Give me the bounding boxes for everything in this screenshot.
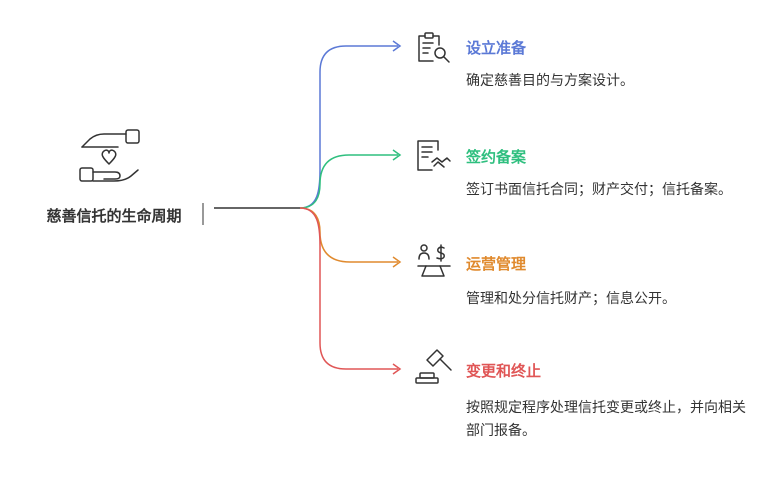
arrowhead-4	[392, 363, 402, 375]
branch-title-1: 设立准备	[466, 39, 527, 57]
arrowhead-1	[392, 40, 402, 52]
money-scale-icon	[417, 244, 451, 277]
clipboard-search-icon	[418, 32, 450, 63]
branch-connector-1	[299, 45, 398, 209]
contract-handshake-icon	[417, 140, 451, 171]
branch-title-3: 运营管理	[466, 255, 527, 273]
hands-heart-icon	[79, 129, 140, 182]
branch-connector-4	[299, 207, 398, 370]
branch-desc-3: 管理和处分信托财产；信息公开。	[466, 291, 676, 307]
root-label: 慈善信托的生命周期	[46, 207, 182, 225]
branch-desc-4: 按照规定程序处理信托变更或终止，并向相关部门报备。	[466, 400, 746, 439]
arrowhead-2	[392, 149, 402, 161]
branch-connector-2	[299, 154, 398, 209]
branch-title-2: 签约备案	[466, 148, 527, 166]
branch-desc-1: 确定慈善目的与方案设计。	[466, 73, 634, 89]
branch-desc-2: 签订书面信托合同；财产交付；信托备案。	[466, 182, 732, 198]
gavel-icon	[415, 349, 452, 384]
branch-title-4: 变更和终止	[466, 362, 542, 380]
arrowhead-3	[392, 256, 402, 268]
